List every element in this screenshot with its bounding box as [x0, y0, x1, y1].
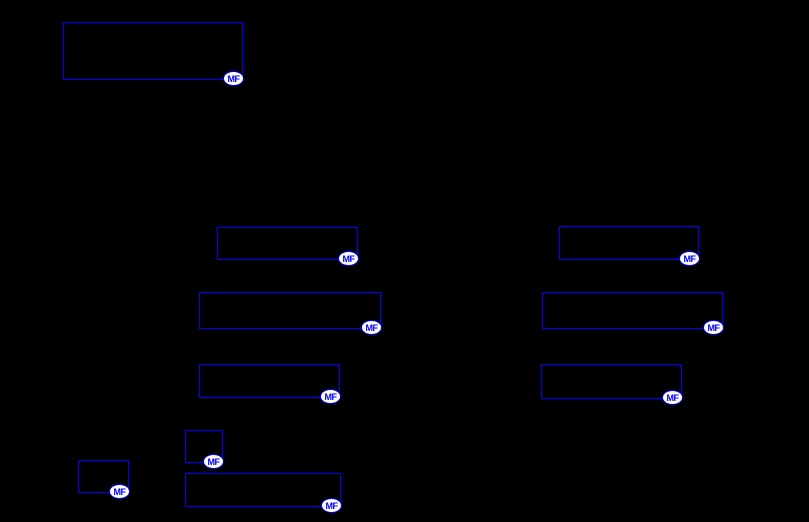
mf-badge: MF — [321, 498, 342, 513]
mf-badge: MF — [361, 320, 382, 335]
diagram-node-node-5[interactable]: MF — [542, 292, 724, 335]
diagram-node-node-6[interactable]: MF — [199, 364, 341, 404]
mf-badge: MF — [203, 454, 224, 469]
diagram-node-node-9[interactable]: MF — [78, 460, 130, 499]
diagram-node-node-10[interactable]: MF — [185, 473, 342, 513]
mf-badge: MF — [679, 251, 700, 266]
diagram-node-node-1[interactable]: MF — [63, 22, 244, 86]
mf-badge: MF — [703, 320, 724, 335]
diagram-node-node-3[interactable]: MF — [559, 226, 700, 266]
mf-badge: MF — [338, 251, 359, 266]
diagram-node-node-8[interactable]: MF — [185, 430, 224, 469]
mf-badge: MF — [662, 390, 683, 405]
mf-badge: MF — [320, 389, 341, 404]
mf-badge: MF — [109, 484, 130, 499]
diagram-node-node-2[interactable]: MF — [217, 227, 359, 266]
mf-badge: MF — [223, 71, 244, 86]
diagram-node-node-4[interactable]: MF — [199, 292, 382, 335]
diagram-node-node-7[interactable]: MF — [541, 364, 683, 405]
